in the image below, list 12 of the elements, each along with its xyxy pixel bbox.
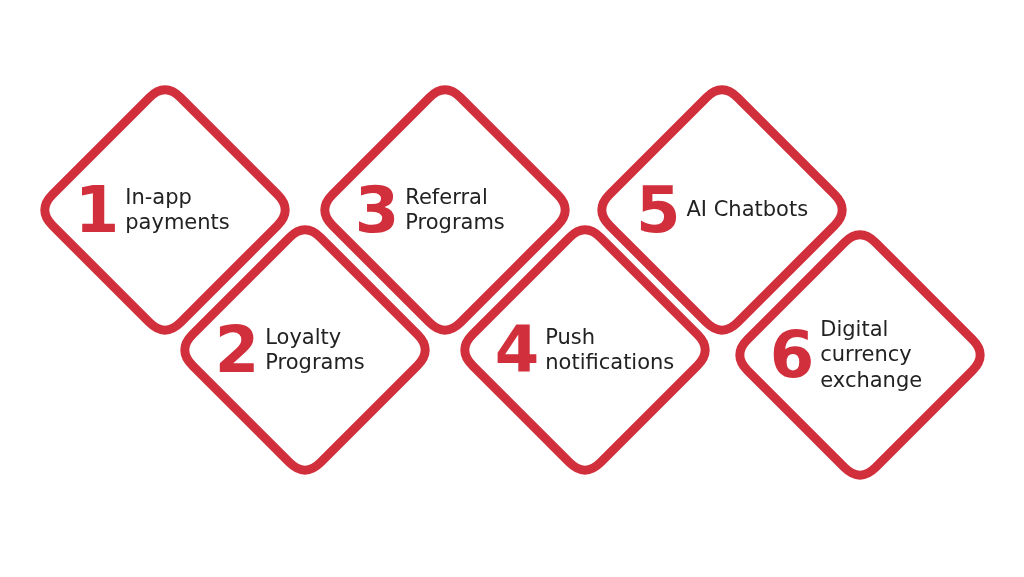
step-label: Referral Programs [405, 184, 506, 236]
step-number: 6 [769, 323, 815, 387]
step-number: 1 [74, 178, 120, 242]
step-label: Loyalty Programs [265, 324, 366, 376]
step-number: 5 [635, 178, 681, 242]
step-number: 4 [494, 318, 540, 382]
step-label: In-app payments [125, 184, 231, 236]
step-label: Digital currency exchange [820, 317, 924, 393]
step-number: 2 [214, 318, 260, 382]
step-label: AI Chatbots [686, 197, 809, 223]
step-number: 3 [354, 178, 400, 242]
step-label: Push notifications [545, 324, 676, 376]
